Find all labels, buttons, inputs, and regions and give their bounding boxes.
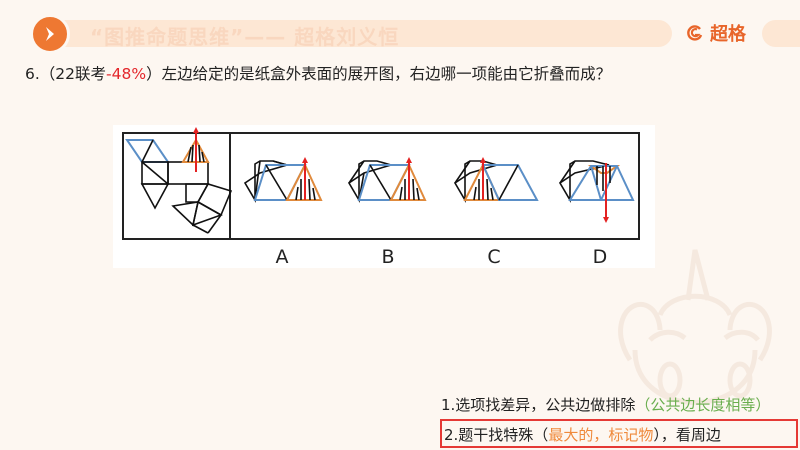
brand-name: 超格 [710, 24, 746, 45]
tip-2-highlight: 最大的，标记物 [548, 426, 654, 444]
accuracy-rate: -48% [106, 65, 147, 83]
option-a-diagram [243, 157, 323, 203]
chevron-right-icon [46, 27, 54, 41]
question-text: 6.（22联考-48%）左边给定的是纸盒外表面的展开图，右边哪一项能由它折叠而成… [25, 65, 612, 83]
net-diagram [125, 137, 233, 234]
question-body: 左边给定的是纸盒外表面的展开图，右边哪一项能由它折叠而成？ [161, 65, 612, 83]
mascot-watermark-icon [618, 249, 772, 405]
question-source: （22联考 [39, 65, 107, 83]
option-d-diagram [558, 160, 635, 223]
brand-logo: 超格 [686, 20, 746, 46]
banner-title: “图推命题思维”—— 超格刘义恒 [90, 25, 400, 49]
tip-2-end: ），看周边 [653, 426, 721, 444]
tip-2-main: 2.题干找特殊（ [444, 426, 549, 444]
tip-1-main: 1.选项找差异，公共边做排除 [441, 396, 636, 414]
header-banner [60, 20, 672, 47]
header-banner-right [762, 20, 800, 47]
tip-2-highlight-box: 2.题干找特殊（最大的，标记物），看周边 [440, 419, 798, 448]
option-d-label: D [592, 246, 608, 268]
tip-1: 1.选项找差异，公共边做排除（公共边长度相等） [441, 394, 770, 415]
figure-diagram [122, 127, 640, 240]
option-c-diagram [453, 157, 539, 203]
brand-g-icon [687, 25, 703, 41]
option-b-label: B [381, 246, 395, 268]
option-a-label: A [275, 246, 289, 268]
question-number: 6. [25, 65, 40, 83]
option-b-diagram [347, 157, 427, 203]
tip-1-note: （公共边长度相等） [635, 396, 771, 414]
next-button[interactable] [30, 14, 70, 54]
question-figure [113, 125, 655, 268]
option-c-label: C [487, 246, 501, 268]
